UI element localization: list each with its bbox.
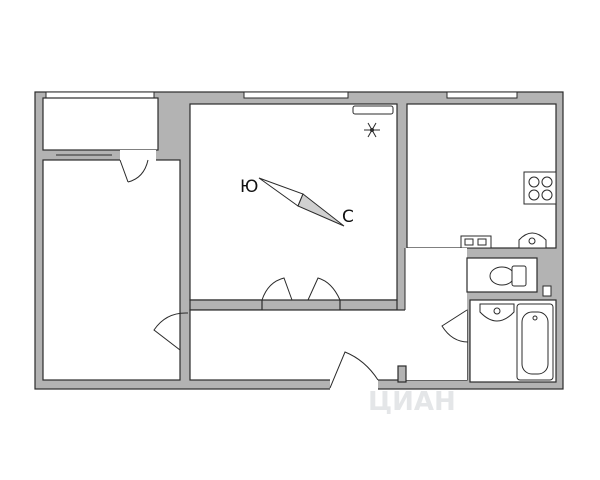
window-room-center — [243, 91, 349, 99]
stove-icon — [523, 171, 557, 205]
balcony-door-swing — [119, 159, 149, 183]
shelf-icon — [460, 235, 492, 249]
entrance-gap — [330, 378, 378, 392]
room-left — [42, 159, 181, 381]
riser-box — [542, 285, 552, 297]
window-kitchen — [446, 91, 518, 99]
corridor-vertical — [405, 248, 467, 380]
double-door-swing — [261, 277, 341, 301]
room-center-bottom-wall-left — [189, 299, 263, 311]
window-balcony — [45, 91, 155, 99]
balcony — [42, 97, 159, 151]
snowflake-icon — [364, 122, 380, 138]
balcony-door-gap — [120, 150, 156, 162]
left-room-door-swing — [153, 312, 189, 351]
toilet-icon — [489, 265, 527, 287]
compass-south-label: Ю — [240, 177, 258, 197]
compass-needle — [258, 177, 345, 227]
room-center-bottom-wall-right — [339, 299, 398, 311]
ac-unit — [352, 105, 394, 115]
bathroom-door-swing — [441, 309, 469, 343]
bathroom-sink-icon — [479, 303, 515, 322]
entrance-post — [397, 365, 407, 383]
entrance-door-swing — [329, 351, 379, 389]
sink-icon — [518, 232, 547, 249]
watermark: ЦИАН — [368, 387, 456, 417]
compass-north-label: С — [342, 207, 354, 227]
bathtub-icon — [516, 303, 554, 381]
